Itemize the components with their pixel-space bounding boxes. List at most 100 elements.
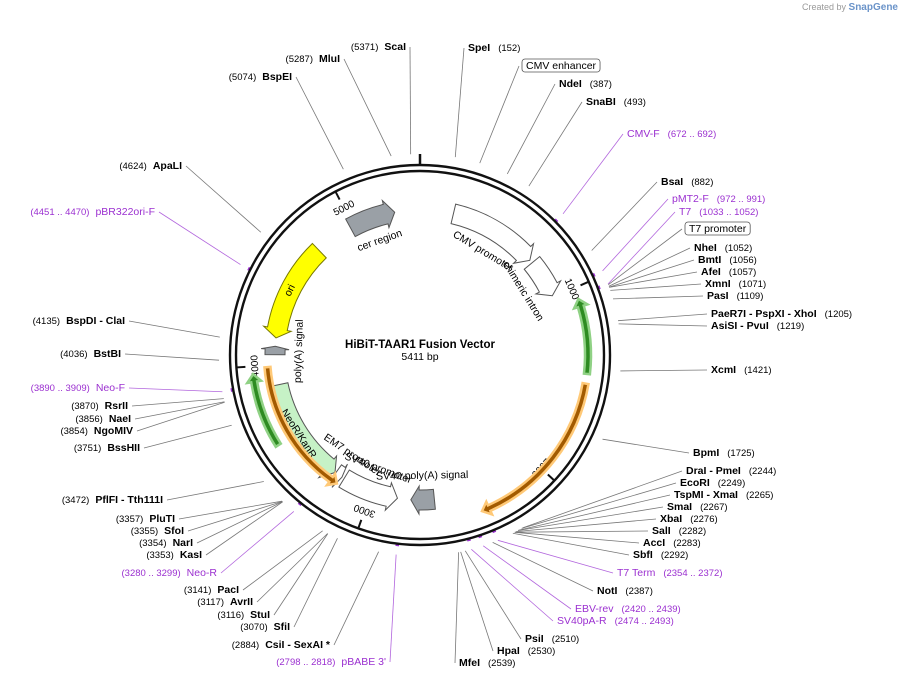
tick-mark bbox=[357, 519, 363, 529]
leader-line-sv40pa-r bbox=[471, 549, 554, 622]
site-label-asisi-pvui: AsiSI - PvuI(1219) bbox=[711, 320, 804, 332]
leader-line-apali bbox=[185, 165, 262, 233]
tick-mark bbox=[580, 280, 590, 287]
feature-cer-region bbox=[344, 199, 396, 238]
site-label-acci: AccI(2283) bbox=[643, 537, 701, 549]
backbone-inner-strand bbox=[234, 169, 606, 541]
site-position: (4451 .. 4470) bbox=[30, 207, 89, 218]
site-label-bsai: BsaI(882) bbox=[661, 176, 713, 188]
site-position: (4624) bbox=[119, 161, 146, 172]
site-position: (3353) bbox=[146, 550, 173, 561]
site-name: BpmI bbox=[693, 447, 719, 459]
site-name: CsiI - SexAI * bbox=[265, 639, 331, 651]
site-position: (672 .. 692) bbox=[668, 129, 717, 140]
site-label-psii: PsiI(2510) bbox=[525, 633, 579, 645]
site-position: (3280 .. 3299) bbox=[122, 568, 181, 579]
site-label-cmv-f: CMV-F (672 .. 692) bbox=[627, 128, 716, 140]
leader-line-xmni bbox=[610, 283, 702, 291]
site-position: (3751) bbox=[74, 443, 101, 454]
site-name: CMV-F bbox=[627, 128, 660, 140]
leader-line-hpai bbox=[460, 551, 494, 652]
site-position: (2267) bbox=[700, 502, 727, 513]
tick-mark bbox=[547, 473, 556, 482]
site-name: BstBI bbox=[94, 348, 122, 360]
site-name: PflFI - Tth111I bbox=[95, 494, 163, 506]
site-name: NotI bbox=[597, 585, 617, 597]
site-position: (3141) bbox=[184, 585, 211, 596]
site-name: BspDI - ClaI bbox=[66, 315, 125, 327]
site-position: (2244) bbox=[749, 466, 776, 477]
leader-line-kasi bbox=[205, 501, 283, 556]
site-label-ngomiv: NgoMIV(3854) bbox=[60, 425, 133, 437]
site-position: (2510) bbox=[552, 634, 579, 645]
site-name: T7 Term bbox=[617, 567, 656, 579]
site-name: XcmI bbox=[711, 364, 736, 376]
site-name: SbfI bbox=[633, 549, 653, 561]
site-label-sbfi: SbfI(2292) bbox=[633, 549, 688, 561]
site-position: (1033 .. 1052) bbox=[699, 207, 758, 218]
site-label-xbai: XbaI(2276) bbox=[660, 513, 718, 525]
site-name: NdeI bbox=[559, 78, 582, 90]
site-label-paer7i-pspxi-xhoi: PaeR7I - PspXI - XhoI(1205) bbox=[711, 308, 852, 320]
site-position: (2798 .. 2818) bbox=[276, 657, 335, 668]
site-name: T7 promoter bbox=[689, 223, 747, 235]
feature-sv40-promoter bbox=[338, 469, 399, 512]
tick-mark bbox=[236, 365, 246, 369]
leader-line-bspei bbox=[295, 76, 344, 170]
leader-line-tspmi-xmai bbox=[518, 494, 671, 531]
site-position: (3854) bbox=[60, 426, 87, 437]
site-position: (3117) bbox=[197, 597, 224, 608]
site-name: NarI bbox=[173, 537, 194, 549]
site-name: SfiI bbox=[274, 621, 290, 633]
site-name: PaeR7I - PspXI - XhoI bbox=[711, 308, 817, 320]
feature-ori bbox=[262, 242, 327, 339]
site-name: pBABE 3' bbox=[341, 656, 386, 668]
site-position: (3070) bbox=[240, 622, 267, 633]
site-name: AccI bbox=[643, 537, 665, 549]
site-label-rsrii: RsrII(3870) bbox=[71, 400, 128, 412]
site-label-snabi: SnaBI (493) bbox=[586, 96, 646, 108]
site-label-bspdi-clai: BspDI - ClaI(4135) bbox=[33, 315, 125, 327]
leader-line-nhei bbox=[608, 247, 691, 287]
site-label-naei: NaeI(3856) bbox=[75, 413, 131, 425]
leader-line-pflfi-tth111i bbox=[166, 481, 264, 501]
site-position: (972 .. 991) bbox=[717, 194, 766, 205]
site-label-hpai: HpaI(2530) bbox=[497, 645, 555, 657]
site-position: (5371) bbox=[351, 42, 378, 53]
plasmid-backbone bbox=[228, 154, 612, 547]
site-name: KasI bbox=[180, 549, 202, 561]
site-position: (493) bbox=[624, 97, 646, 108]
site-label-pmt2-f: pMT2-F(972 .. 991) bbox=[672, 193, 765, 205]
site-name: MfeI bbox=[459, 657, 480, 669]
leader-line-cmv-enhancer bbox=[479, 65, 520, 164]
site-position: (2276) bbox=[690, 514, 717, 525]
site-name: BssHII bbox=[107, 442, 140, 454]
site-label-pbabe-3: pBABE 3' (2798 .. 2818) bbox=[276, 656, 386, 668]
site-label-neo-f: Neo-F(3890 .. 3909) bbox=[31, 382, 125, 394]
leader-line-bsshii bbox=[143, 424, 232, 449]
site-name: SnaBI bbox=[586, 96, 616, 108]
leader-line-psii bbox=[464, 550, 522, 640]
site-label-scai: ScaI(5371) bbox=[351, 41, 406, 53]
site-position: (3355) bbox=[131, 526, 158, 537]
site-position: (1219) bbox=[777, 321, 804, 332]
leader-line-pasi bbox=[612, 295, 704, 300]
site-label-nhei: NheI(1052) bbox=[694, 242, 752, 254]
leader-line-t7-term bbox=[497, 539, 614, 574]
site-position: (3890 .. 3909) bbox=[31, 383, 90, 394]
site-name: T7 bbox=[679, 206, 691, 218]
site-labels: ScaI(5371)MluI(5287)BspEI(5074)ApaLI(462… bbox=[30, 41, 852, 669]
leader-line-snabi bbox=[528, 101, 583, 187]
feature-label-box bbox=[521, 58, 601, 73]
leader-line-ecori bbox=[521, 482, 677, 529]
leader-line-sfii bbox=[293, 538, 338, 628]
site-name: SalI bbox=[652, 525, 671, 537]
site-position: (2539) bbox=[488, 658, 515, 669]
site-position: (4036) bbox=[60, 349, 87, 360]
site-label-t7-promoter: T7 promoter bbox=[684, 221, 751, 236]
leader-line-smai bbox=[517, 506, 664, 531]
site-label-pflfi-tth111i: PflFI - Tth111I(3472) bbox=[62, 494, 163, 506]
leader-line-acci bbox=[514, 531, 640, 544]
leader-line-t7-promoter bbox=[608, 228, 683, 286]
tick-mark bbox=[334, 191, 341, 201]
